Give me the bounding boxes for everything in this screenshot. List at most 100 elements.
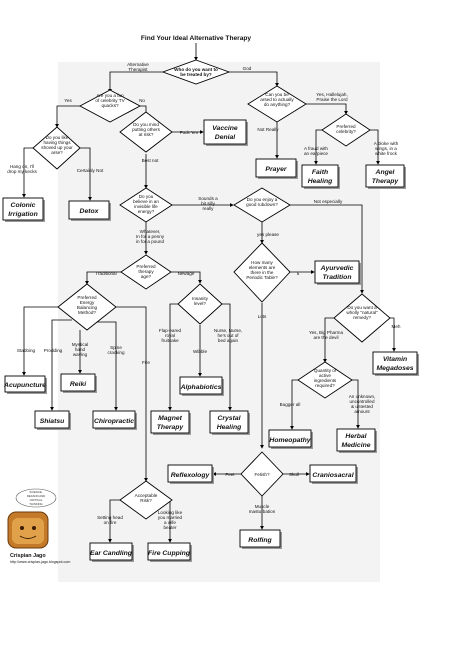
- result-reflexology: Reflexology: [167, 464, 214, 484]
- svg-text:God: God: [243, 66, 252, 71]
- svg-text:Ayurvedic: Ayurvedic: [320, 265, 354, 272]
- svg-text:Denial: Denial: [215, 134, 236, 141]
- result-prayer: Prayer: [255, 158, 298, 179]
- svg-text:Do you mind: Do you mind: [133, 122, 159, 127]
- svg-text:Reflexology: Reflexology: [171, 472, 211, 479]
- decision-d1: Who do you want to be treated by?: [161, 59, 231, 85]
- credit-url: http://www.crispian-jago.blogspot.com: [10, 560, 70, 564]
- result-ear-candling: Ear Candling: [89, 542, 134, 562]
- decision-d5: Do you mind putting others at risk?: [119, 111, 173, 153]
- svg-text:Wibble: Wibble: [193, 349, 207, 354]
- svg-text:shoved up your: shoved up your: [41, 145, 73, 150]
- svg-text:Irrigation: Irrigation: [8, 211, 37, 218]
- svg-text:Fire Cupping: Fire Cupping: [148, 550, 191, 557]
- svg-text:How many: How many: [251, 260, 273, 265]
- result-craniosacral: Craniosacral: [309, 464, 358, 484]
- decision-d13: Do you want a wholly "natural" remedy?: [333, 293, 391, 343]
- svg-text:Yes: Yes: [64, 98, 72, 103]
- svg-text:cracking: cracking: [107, 350, 125, 355]
- svg-text:Muscle: Muscle: [255, 504, 270, 509]
- svg-text:Preferred: Preferred: [336, 124, 356, 129]
- svg-text:Balancing: Balancing: [77, 305, 98, 310]
- svg-text:Craniosacral: Craniosacral: [312, 472, 353, 479]
- svg-text:THINKING: THINKING: [29, 502, 42, 506]
- svg-text:Do you want a: Do you want a: [347, 305, 377, 310]
- decision-d8: Do you enjoy a good rubdown?: [233, 187, 291, 223]
- science-badge: SCIENCE, REASON AND CRITICAL THINKING: [15, 488, 57, 508]
- svg-text:celebrity?: celebrity?: [336, 129, 356, 134]
- result-vitamin-megadoses: Vitamin Megadoses: [372, 351, 419, 376]
- svg-text:yes please: yes please: [257, 232, 279, 237]
- svg-text:Alphabiotics: Alphabiotics: [180, 384, 222, 391]
- connectors: [22, 43, 396, 543]
- credit-block: SCIENCE, REASON AND CRITICAL THINKING Cr…: [7, 488, 70, 564]
- svg-text:there in the: there in the: [251, 270, 274, 275]
- svg-text:Herbal: Herbal: [345, 433, 366, 440]
- svg-text:Faith: Faith: [312, 169, 328, 176]
- result-crystal-healing: Crystal Healing: [209, 410, 250, 435]
- svg-text:Not Really: Not Really: [257, 127, 279, 132]
- svg-text:Preferred: Preferred: [77, 295, 97, 300]
- svg-text:Feet: Feet: [225, 472, 235, 477]
- svg-text:SCIENCE,: SCIENCE,: [29, 490, 42, 494]
- svg-text:An unknown,: An unknown,: [349, 394, 376, 399]
- svg-text:Traditional: Traditional: [95, 271, 116, 276]
- result-alphabiotics: Alphabiotics: [179, 376, 224, 396]
- decision-d16: Fetish?: [240, 451, 284, 497]
- result-detox: Detox: [68, 200, 111, 221]
- svg-text:ingredients: ingredients: [314, 378, 337, 383]
- svg-text:really: really: [203, 206, 215, 211]
- svg-text:In for a penny: In for a penny: [136, 234, 165, 239]
- credit-name: Crispian Jago: [10, 553, 46, 559]
- svg-text:Praise the Lord: Praise the Lord: [316, 97, 348, 102]
- svg-text:putting others: putting others: [132, 127, 161, 132]
- svg-text:an earpiece: an earpiece: [304, 151, 328, 156]
- svg-text:arsed to actually: arsed to actually: [260, 97, 294, 102]
- svg-text:Meh: Meh: [392, 324, 401, 329]
- decision-d10: How many elements are there in the Perio…: [233, 242, 291, 303]
- svg-text:required?: required?: [315, 383, 335, 388]
- svg-text:a wife: a wife: [164, 520, 176, 525]
- svg-text:Medicine: Medicine: [341, 442, 370, 449]
- decision-d7: Do you believe in an invisible life ener…: [119, 187, 173, 223]
- svg-text:Magnet: Magnet: [158, 415, 183, 422]
- svg-text:active: active: [319, 373, 331, 378]
- svg-text:Homeopathy: Homeopathy: [269, 437, 311, 444]
- svg-text:drop my kecks: drop my kecks: [7, 169, 37, 174]
- svg-text:energy?: energy?: [138, 209, 155, 214]
- svg-text:Looking like: Looking like: [158, 510, 183, 515]
- svg-text:white frock: white frock: [375, 151, 398, 156]
- svg-text:wings, in a: wings, in a: [375, 146, 397, 151]
- svg-text:royal: royal: [165, 333, 175, 338]
- svg-text:on fire: on fire: [104, 520, 117, 525]
- svg-text:bit silly: bit silly: [201, 201, 215, 206]
- result-ayurvedic-tradition: Ayurvedic Tradition: [314, 260, 361, 285]
- svg-text:Healing: Healing: [308, 178, 333, 185]
- svg-text:in for a pound: in for a pound: [136, 239, 165, 244]
- svg-text:Alternative: Alternative: [127, 62, 149, 67]
- svg-text:Newage: Newage: [178, 271, 195, 276]
- chart-title: Find Your Ideal Alternative Therapy: [141, 35, 251, 42]
- svg-text:arse?: arse?: [51, 150, 63, 155]
- svg-text:Are you a fan: Are you a fan: [96, 93, 124, 98]
- result-acupuncture: Acupuncture: [3, 375, 47, 394]
- decision-d14: Quantity of active ingredients required?: [297, 361, 353, 399]
- svg-text:Healing: Healing: [217, 424, 242, 431]
- svg-text:Energy: Energy: [80, 300, 95, 305]
- svg-text:uncontrolled: uncontrolled: [349, 399, 374, 404]
- decision-d2: Are you a fan of celebrity TV quacks?: [79, 89, 141, 123]
- svg-text:Skull: Skull: [289, 472, 299, 477]
- svg-text:Sounds a: Sounds a: [198, 196, 218, 201]
- result-herbal-medicine: Herbal Medicine: [336, 428, 377, 453]
- svg-text:No: No: [139, 98, 145, 103]
- svg-text:A bloke with: A bloke with: [374, 141, 399, 146]
- svg-text:Do you: Do you: [139, 194, 154, 199]
- svg-text:beater: beater: [163, 525, 176, 530]
- svg-text:Angel: Angel: [375, 169, 395, 176]
- svg-text:age?: age?: [141, 274, 152, 279]
- svg-text:hand: hand: [75, 347, 86, 352]
- svg-text:Crystal: Crystal: [217, 415, 240, 422]
- decision-d4: Do you like having things shoved up your…: [32, 126, 81, 170]
- svg-text:Vaccine: Vaccine: [212, 125, 238, 132]
